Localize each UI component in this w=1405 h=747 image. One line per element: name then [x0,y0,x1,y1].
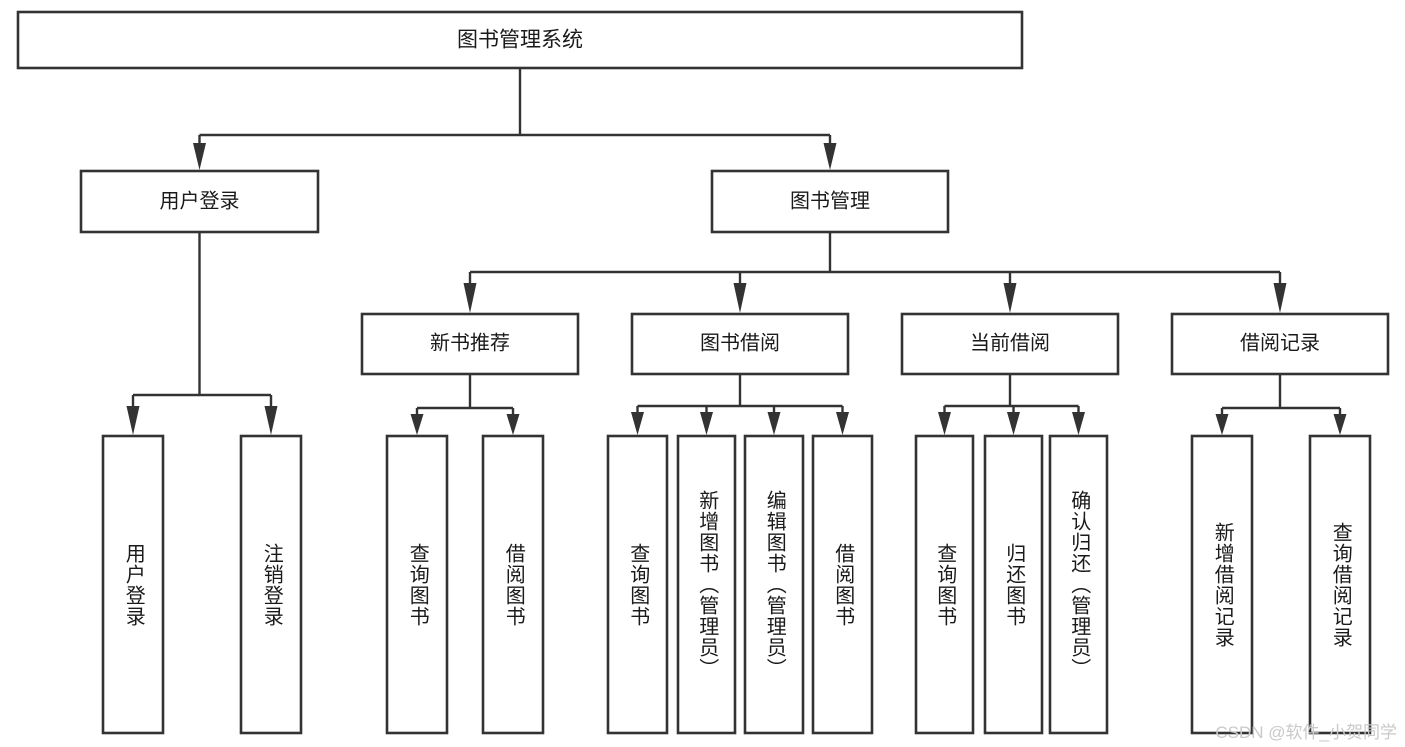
leaf-return-book-box[interactable] [983,434,1044,735]
node-borrow-record[interactable]: 借阅记录 [1170,312,1390,376]
arrow-head-leaf-add-book [700,412,713,435]
leaf-return-book[interactable] [983,434,1044,735]
watermark-text: CSDN @软件_小贺同学 [1215,723,1397,742]
leaf-confirm-return-box[interactable] [1048,434,1109,735]
leaf-node-rects [101,434,1372,735]
node-book-manage[interactable]: 图书管理 [710,169,950,234]
node-book-borrow-box[interactable] [630,312,850,376]
node-borrow-record-box[interactable] [1170,312,1390,376]
arrow-head-new-book-rec [463,283,477,313]
leaf-query-book-rec[interactable] [385,434,449,735]
node-new-book-rec-box[interactable] [360,312,580,376]
connector-group-book-borrow [631,374,849,435]
leaf-query-book-cur[interactable] [914,434,975,735]
leaf-borrow-book-bor[interactable] [811,434,874,735]
arrow-head-leaf-query-book-cur [938,412,951,435]
leaf-borrow-book-rec-box[interactable] [481,434,545,735]
leaf-query-book-cur-box[interactable] [914,434,975,735]
leaf-query-book-bor[interactable] [606,434,669,735]
node-root[interactable]: 图书管理系统 [16,10,1024,70]
leaf-add-book-box[interactable] [676,434,737,735]
node-book-manage-label: 图书管理 [790,189,870,212]
arrow-head-leaf-user-login [126,406,140,435]
node-user-login-label: 用户登录 [160,189,240,212]
leaf-edit-book[interactable] [743,434,805,735]
leaf-query-record-box[interactable] [1308,434,1372,735]
connector-group-root [193,68,837,170]
node-book-borrow[interactable]: 图书借阅 [630,312,850,376]
leaf-borrow-book-bor-box[interactable] [811,434,874,735]
leaf-confirm-return[interactable] [1048,434,1109,735]
arrow-head-leaf-edit-book [767,412,781,435]
leaf-borrow-book-rec[interactable] [481,434,545,735]
arrow-head-leaf-borrow-book-rec [506,414,520,435]
node-current-borrow[interactable]: 当前借阅 [900,312,1120,376]
leaf-add-book[interactable] [676,434,737,735]
arrow-head-user-login [193,143,206,170]
connector-group-user-login [126,232,278,435]
node-new-book-rec-label: 新书推荐 [430,331,510,354]
arrow-head-leaf-return-book [1007,412,1020,435]
leaf-query-book-bor-box[interactable] [606,434,669,735]
arrow-head-leaf-logout-login [264,406,278,435]
arrow-head-leaf-query-record [1333,414,1347,435]
leaf-logout-login[interactable] [239,434,303,735]
connector-group-book-manage [463,232,1287,313]
node-root-box[interactable] [16,10,1024,70]
arrow-head-leaf-borrow-book-bor [836,412,849,435]
node-borrow-record-label: 借阅记录 [1240,331,1320,354]
node-root-label: 图书管理系统 [457,29,583,52]
leaf-add-record-box[interactable] [1190,434,1254,735]
leaf-query-record[interactable] [1308,434,1372,735]
leaf-user-login[interactable] [101,434,165,735]
leaf-edit-book-box[interactable] [743,434,805,735]
connector-group-borrow-record [1215,374,1347,435]
leaf-user-login-box[interactable] [101,434,165,735]
node-current-borrow-label: 当前借阅 [970,331,1050,354]
arrow-head-borrow-record [1273,283,1287,313]
arrow-head-leaf-confirm-return [1072,412,1085,435]
node-book-manage-box[interactable] [710,169,950,234]
arrow-head-book-manage [823,143,837,170]
leaf-logout-login-box[interactable] [239,434,303,735]
arrow-head-leaf-query-book-bor [631,412,644,435]
node-new-book-recommendation[interactable]: 新书推荐 [360,312,580,376]
connector-group-new-book-rec [410,374,520,435]
node-user-login[interactable]: 用户登录 [79,169,320,234]
leaf-add-record[interactable] [1190,434,1254,735]
node-book-borrow-label: 图书借阅 [700,331,780,354]
arrow-head-book-borrow [733,283,747,313]
node-user-login-box[interactable] [79,169,320,234]
arrow-head-leaf-query-book-rec [410,414,424,435]
arrow-head-current-borrow [1003,283,1017,313]
connector-group-current-borrow [938,374,1085,435]
node-current-borrow-box[interactable] [900,312,1120,376]
arrow-head-leaf-add-record [1215,414,1229,435]
leaf-query-book-rec-box[interactable] [385,434,449,735]
